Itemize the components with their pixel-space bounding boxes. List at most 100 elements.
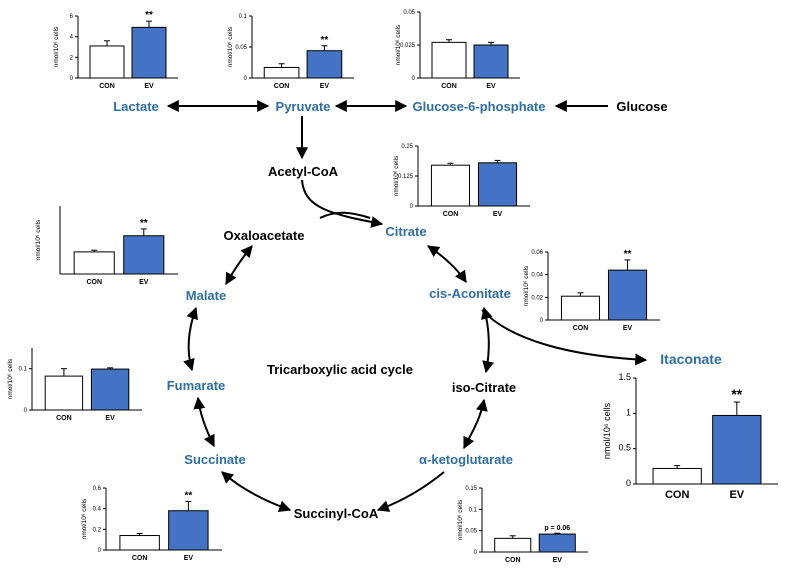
- chart-category-label: CON: [443, 211, 459, 218]
- chart-ylabel: nmol/10⁶ cells: [393, 155, 400, 196]
- chart-tick-label: 2: [70, 55, 74, 61]
- metabolite-labels: Lactate Pyruvate Glucose-6-phosphate Glu…: [113, 99, 722, 521]
- arrow-acetylcoa-citrate: [301, 179, 384, 228]
- metabolite-iso-citrate: iso-Citrate: [452, 380, 516, 395]
- chart-tick-label: 0.025: [400, 43, 416, 49]
- chart-tick-label: 0.125: [398, 174, 414, 180]
- chart-ylabel: nmol/10⁶ cells: [81, 498, 88, 539]
- bar-con: [560, 295, 601, 321]
- metabolite-acetyl-coa: Acetyl-CoA: [268, 164, 339, 179]
- chart-tick-label: 1.5: [618, 372, 631, 382]
- chart-category-label: EV: [144, 83, 154, 90]
- chart-category-label: EV: [486, 83, 496, 90]
- arrow-oxaloacetate-citrate: [319, 211, 371, 219]
- metabolite-oxaloacetate: Oxaloacetate: [224, 228, 305, 243]
- significance-annotation: **: [184, 490, 192, 501]
- metabolite-pyruvate: Pyruvate: [276, 99, 331, 114]
- chart-tick-label: 0: [70, 76, 74, 82]
- bar-con: [119, 535, 160, 551]
- significance-annotation: p = 0.06: [544, 525, 570, 532]
- cycle-label: Tricarboxylic acid cycle: [267, 362, 413, 377]
- chart-tick-label: 0: [540, 318, 544, 324]
- arrow-cisaconitate-isocitrate: [481, 306, 494, 374]
- bar-ev: [712, 414, 762, 485]
- chart-category-label: EV: [184, 555, 194, 562]
- chart-ylabel: nmol/10⁶ cells: [53, 26, 60, 67]
- chart-tick-label: 0: [626, 478, 631, 488]
- chart-tick-label: 4: [70, 35, 74, 41]
- chart-ylabel: nmol/10⁶ cells: [395, 24, 402, 65]
- chart-ylabel: nmol/10⁶ cells: [523, 265, 530, 306]
- chart-category-label: CON: [99, 83, 115, 90]
- chart-ylabel: nmol/10⁶ cells: [602, 402, 612, 459]
- chart-category-label: CON: [505, 557, 521, 564]
- bar-ev: [168, 510, 209, 551]
- chart-tick-label: 0.1: [469, 507, 478, 513]
- chart-tick-label: 1: [626, 407, 631, 417]
- chart-ylabel: nmol/10⁶ cells: [35, 219, 42, 260]
- bar-con: [73, 251, 115, 275]
- significance-annotation: **: [145, 10, 153, 21]
- arrow-akg-succinylcoa: [376, 471, 445, 512]
- chart-category-label: EV: [139, 279, 149, 286]
- chart-tick-label: 0.05: [235, 45, 247, 51]
- chart-tick-label: 0.4: [93, 507, 102, 513]
- bar-ev: [477, 162, 518, 207]
- bar-ev: [306, 50, 343, 79]
- chart-tick-label: 0.25: [401, 144, 413, 150]
- arrow-citrate-cisaconitate: [427, 245, 467, 283]
- bar-ev: [131, 26, 167, 79]
- chart-tick-label: 0.02: [531, 295, 543, 301]
- bar-ev: [90, 368, 130, 411]
- chart-ylabel: nmol/10⁶ cells: [227, 26, 234, 67]
- arrow-fumarate-malate: [183, 306, 198, 372]
- chart-category-label: EV: [320, 83, 330, 90]
- chart-category-label: EV: [623, 325, 633, 332]
- chart-category-label: EV: [105, 415, 115, 422]
- chart-category-label: CON: [56, 415, 72, 422]
- bar-ev: [123, 235, 165, 275]
- chart-ylabel: nmol/10⁶ cells: [7, 358, 14, 399]
- bar-con: [494, 537, 532, 553]
- arrow-succinylcoa-succinate: [221, 471, 292, 513]
- chart-tick-label: 0.05: [403, 10, 415, 16]
- chart-category-label: EV: [493, 211, 503, 218]
- chart-tick-label: 0: [24, 408, 28, 414]
- significance-annotation: **: [321, 35, 329, 46]
- chart-tick-label: 0.2: [93, 527, 102, 533]
- bar-ev: [473, 44, 509, 79]
- bar-con: [431, 41, 467, 79]
- chart-tick-label: 0.6: [93, 486, 102, 492]
- chart-tick-label: 0: [98, 548, 102, 554]
- bar-con: [430, 164, 471, 207]
- chart-tick-label: 0.5: [618, 443, 631, 453]
- bar-ev: [538, 533, 576, 553]
- chart-tick-label: 0.05: [465, 529, 477, 535]
- bar-con: [652, 467, 702, 485]
- significance-annotation: **: [731, 386, 742, 402]
- chart-tick-label: 0.1: [19, 367, 28, 373]
- chart-tick-label: 0.15: [465, 486, 477, 492]
- chart-tick-label: 0.04: [531, 273, 543, 279]
- bar-con: [263, 66, 300, 79]
- arrow-malate-oxaloacetate: [225, 245, 253, 286]
- significance-annotation: **: [140, 218, 148, 229]
- chart-category-label: CON: [573, 325, 589, 332]
- chart-category-label: EV: [553, 557, 563, 564]
- bar-ev: [607, 269, 648, 321]
- chart-tick-label: 6: [70, 14, 74, 20]
- significance-annotation: **: [624, 249, 632, 260]
- metabolite-fumarate: Fumarate: [167, 378, 226, 393]
- metabolite-citrate: Citrate: [385, 224, 426, 239]
- chart-tick-label: 0: [474, 550, 478, 556]
- pathway-arrows: [166, 100, 648, 513]
- metabolite-glucose-6-phosphate: Glucose-6-phosphate: [413, 99, 546, 114]
- metabolite-succinate: Succinate: [184, 452, 245, 467]
- chart-category-label: CON: [274, 83, 290, 90]
